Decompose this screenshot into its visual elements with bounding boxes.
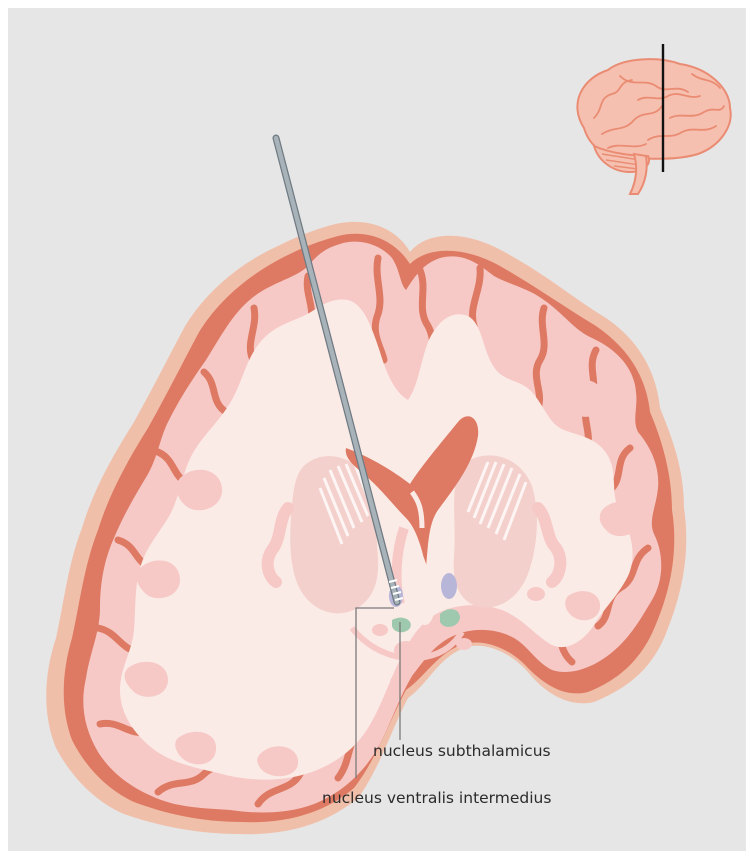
figure-panel: nucleus subthalamicus nucleus ventralis … [8, 8, 746, 851]
brain-coronal-section-diagram: nucleus subthalamicus nucleus ventralis … [8, 8, 746, 851]
subthalamic-nucleus-right [441, 573, 457, 599]
ventral-intermediate-nucleus-left [392, 618, 411, 633]
label-nucleus-subthalamicus: nucleus subthalamicus [373, 742, 551, 760]
label-nucleus-ventralis-intermedius: nucleus ventralis intermedius [322, 789, 551, 807]
brain-side-view-icon [577, 59, 730, 194]
